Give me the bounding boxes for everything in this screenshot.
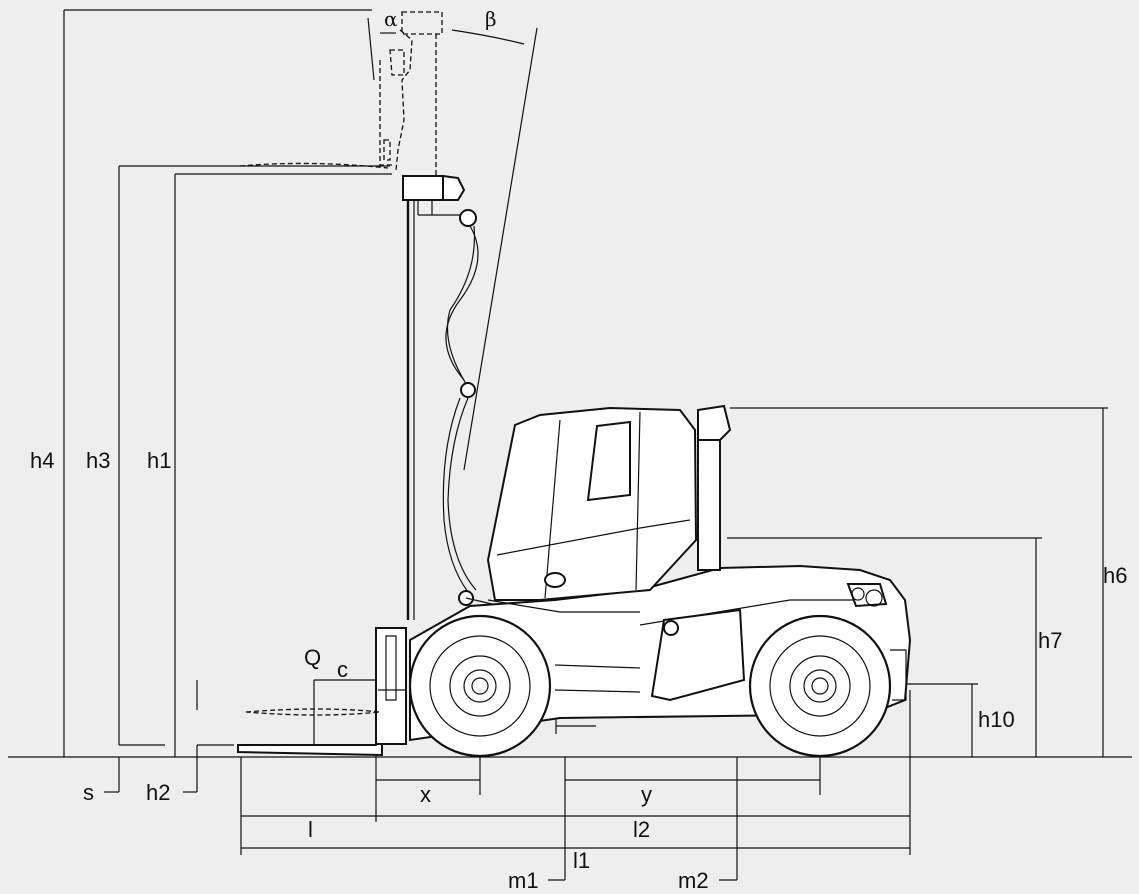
load-centre-marker — [313, 679, 376, 745]
alpha-tilt-line — [367, 17, 375, 81]
label-h2: h2 — [146, 780, 170, 805]
label-h1: h1 — [147, 448, 171, 473]
label-m1: m1 — [508, 868, 539, 893]
label-h7: h7 — [1038, 628, 1062, 653]
label-y: y — [641, 782, 652, 807]
label-s: s — [83, 780, 94, 805]
h6-dimension — [730, 407, 1108, 757]
label-Q: Q — [304, 645, 321, 670]
label-h6: h6 — [1103, 563, 1127, 588]
m1-dimension — [548, 757, 566, 881]
h1-dimension — [174, 173, 392, 757]
label-h10: h10 — [978, 707, 1015, 732]
x-dimension — [375, 745, 481, 822]
m2-dimension — [719, 757, 738, 881]
label-beta: β — [485, 7, 497, 31]
cabin — [486, 406, 698, 613]
s-dimension — [104, 757, 120, 793]
label-l1: l1 — [573, 848, 590, 873]
h7-dimension — [727, 537, 1042, 757]
forks — [237, 627, 407, 757]
front-wheel — [408, 614, 552, 758]
h2-dimension — [183, 680, 234, 793]
h3-dimension — [118, 165, 390, 746]
h4-dimension — [63, 9, 372, 757]
label-h4: h4 — [30, 448, 54, 473]
tilt-cylinder — [458, 590, 493, 606]
h10-dimension — [905, 683, 978, 757]
y-dimension — [565, 757, 821, 795]
raised-carriage-dashed — [239, 11, 443, 176]
label-l: l — [308, 817, 313, 842]
label-m2: m2 — [678, 868, 709, 893]
label-l2: l2 — [633, 817, 650, 842]
exhaust-stack — [697, 404, 732, 571]
l1-dimension — [240, 690, 911, 855]
rear-wheel — [748, 614, 892, 758]
label-x: x — [420, 782, 431, 807]
label-alpha: α — [384, 7, 398, 31]
beta-tilt-line — [463, 27, 538, 471]
label-c: c — [337, 657, 348, 682]
beta-arc — [451, 29, 525, 45]
label-h3: h3 — [86, 448, 110, 473]
mast — [402, 174, 479, 620]
